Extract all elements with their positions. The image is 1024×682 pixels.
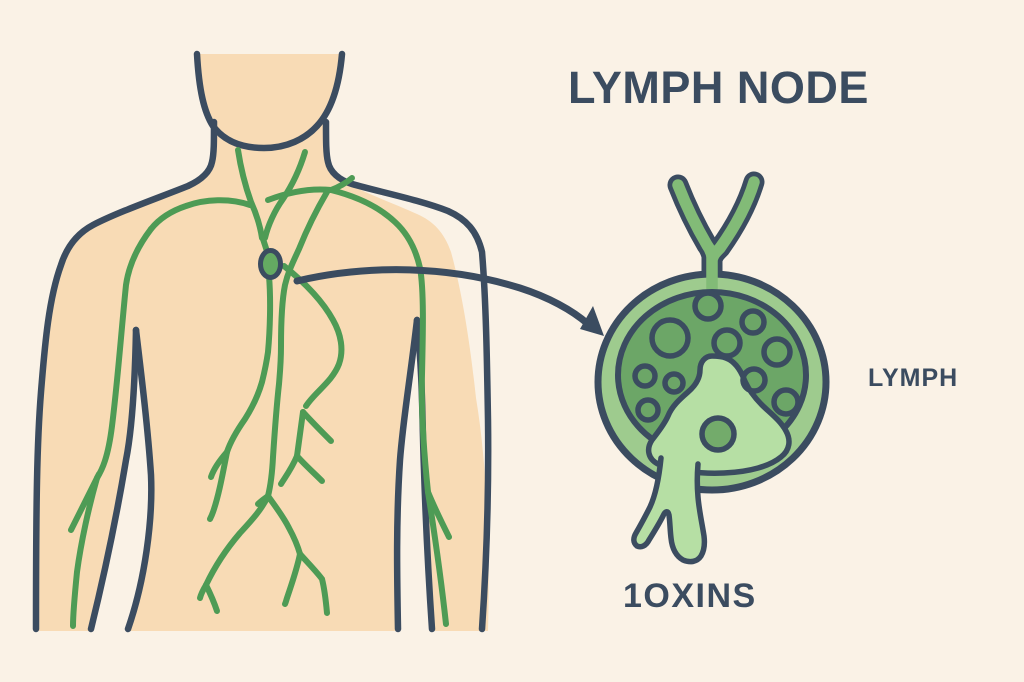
vessel-clavicle-left: [148, 197, 253, 232]
right-side-outline: [322, 118, 492, 633]
vessel-neck-right: [262, 149, 308, 241]
lymphocyte-circle: [649, 317, 691, 359]
page-title: LYMPH NODE: [568, 62, 869, 113]
vessel-arm-left: [94, 226, 154, 481]
lymphocyte-circle: [635, 397, 661, 423]
vessel-arm-right-fork-b: [425, 489, 449, 627]
vessel-arm-left-fork: [68, 471, 102, 533]
vessel-rb-tail: [278, 453, 300, 487]
lymph-node-diagram: [594, 171, 830, 565]
germinal-center: [699, 415, 737, 453]
lymphocyte-circle: [740, 366, 768, 394]
lymphocyte-circle: [692, 290, 724, 322]
lymphocyte-circle: [662, 371, 686, 395]
head-skin: [197, 54, 342, 148]
efferent-vessel-outline: [631, 455, 708, 565]
left-torso-outline: [124, 326, 155, 633]
vessel-left-sub: [203, 493, 271, 588]
left-arm-inner-outline: [87, 326, 140, 633]
lymphocyte-circle: [761, 336, 793, 368]
vessel-rb-cont: [294, 409, 306, 459]
lymphocyte-circle: [711, 327, 743, 359]
lymphocyte-circle: [739, 308, 767, 336]
vessel-rs-tip1: [297, 551, 330, 616]
vessel-trunk-left: [224, 273, 274, 455]
toxins-label: 1OXINS: [623, 577, 757, 615]
lymphocyte-cells: [632, 290, 801, 423]
pointer-arrow: [293, 266, 604, 336]
head-outline: [193, 50, 346, 152]
vessel-neck-left: [235, 147, 265, 241]
arrow-curve: [293, 266, 592, 328]
lymphocyte-circle: [771, 387, 801, 417]
left-side-outline: [32, 118, 218, 633]
vessel-node-right-branch: [281, 263, 345, 409]
vessel-tl-cont: [207, 449, 230, 522]
vessel-ls-tip2: [203, 582, 220, 614]
right-torso-outline: [393, 316, 421, 633]
chest-lymph-node: [258, 248, 283, 280]
arrow-head-icon: [580, 306, 604, 336]
lymphocyte-circle: [632, 363, 658, 389]
vessel-arm-left-main: [70, 475, 100, 629]
vessel-right-sub: [265, 493, 303, 557]
lymph-label: LYMPH: [868, 364, 959, 392]
vessel-chest-trunk-right: [265, 189, 330, 499]
lymph-vessels: [68, 147, 452, 629]
vessel-arm-right: [328, 187, 431, 495]
vessel-rs-cont: [282, 551, 303, 607]
